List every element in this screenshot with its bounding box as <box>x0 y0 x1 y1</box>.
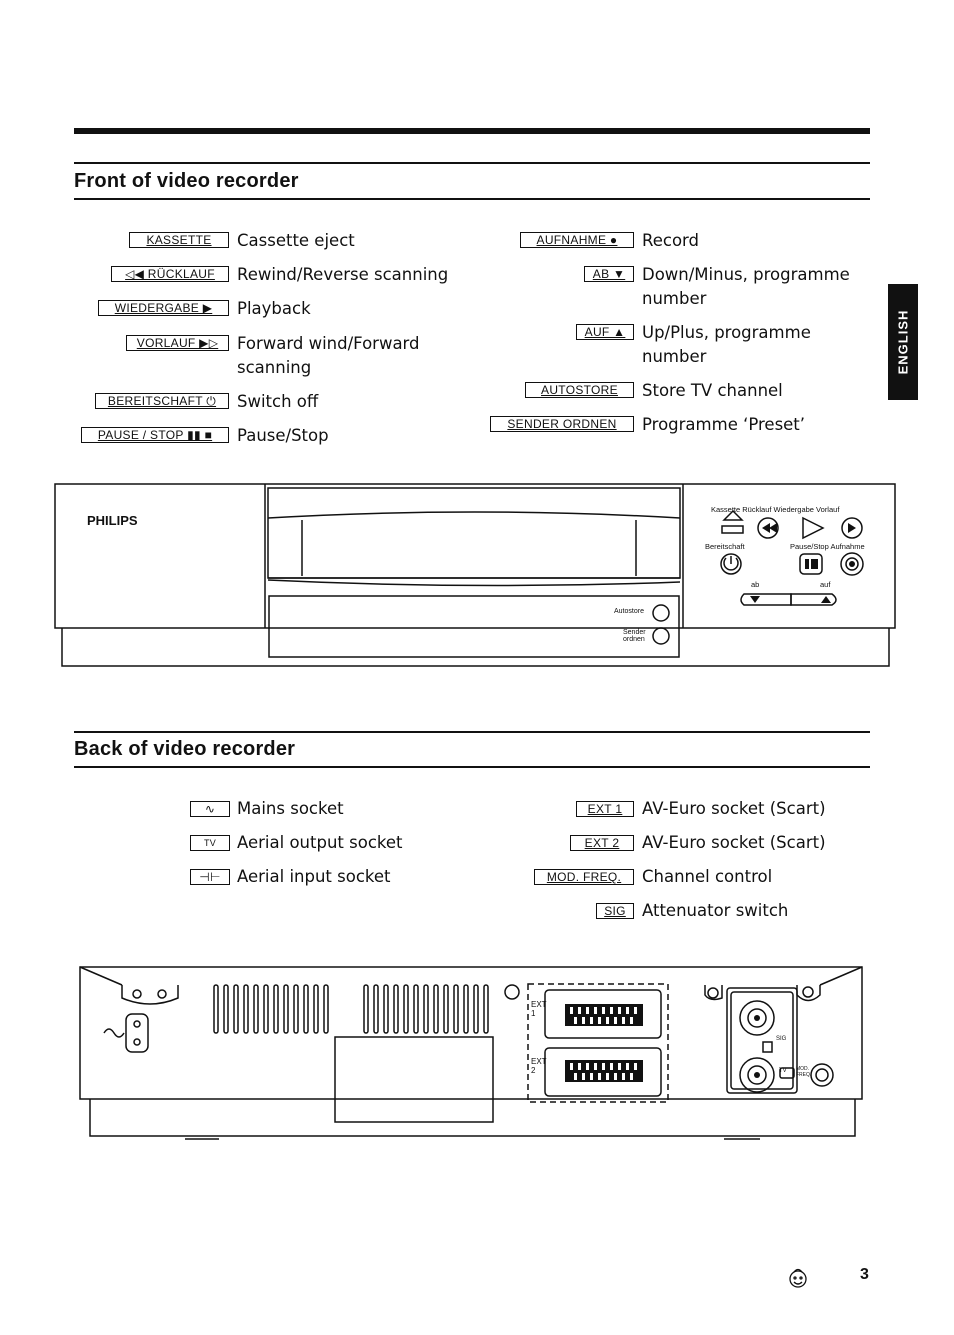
front-rule-top <box>74 162 870 164</box>
desc-aerial-output: Aerial output socket <box>237 833 403 852</box>
auf-text: auf <box>820 580 831 589</box>
mod-freq-text: MOD. FREQ. <box>796 1066 812 1078</box>
back-rule-bottom <box>74 766 870 768</box>
back-rule-top <box>74 731 870 733</box>
desc-programme-preset: Programme ‘Preset’ <box>642 415 806 434</box>
label-ext1: EXT 1 <box>576 801 634 817</box>
desc-ext2: AV-Euro socket (Scart) <box>642 833 826 852</box>
label-ruecklauf: ◁◀ RÜCKLAUF <box>111 266 229 282</box>
front-vcr-diagram <box>54 483 896 667</box>
label-pause-stop: PAUSE / STOP ▮▮ ■ <box>81 427 229 443</box>
label-bereitschaft: BEREITSCHAFT ⏻ <box>95 393 229 409</box>
label-auf: AUF ▲ <box>576 324 634 340</box>
desc-down-minus: Down/Minus, programme number <box>642 265 850 308</box>
desc-mains-socket: Mains socket <box>237 799 344 818</box>
label-sig: SIG <box>596 903 634 919</box>
desc-attenuator: Attenuator switch <box>642 901 789 920</box>
label-mains: ∿ <box>190 801 230 817</box>
label-ab: AB ▼ <box>584 266 634 282</box>
label-autostore: AUTOSTORE <box>525 382 634 398</box>
desc-store-tv-channel: Store TV channel <box>642 381 783 400</box>
label-mod-freq: MOD. FREQ. <box>534 869 634 885</box>
back-section-title: Back of video recorder <box>74 738 296 760</box>
front-rule-bottom <box>74 198 870 200</box>
desc-forward: Forward wind/Forward scanning <box>237 334 420 377</box>
logo-mark-icon <box>789 1268 807 1288</box>
label-tv-out: TV <box>190 835 230 851</box>
top-rule <box>74 128 870 134</box>
desc-playback: Playback <box>237 299 311 318</box>
front-section-title: Front of video recorder <box>74 170 299 192</box>
ab-text: ab <box>751 580 760 589</box>
ext2-text: EXT 2 <box>531 1057 547 1075</box>
desc-aerial-input: Aerial input socket <box>237 867 391 886</box>
tv-text: TV <box>779 1068 787 1074</box>
ext1-text: EXT 1 <box>531 1000 547 1018</box>
label-wiedergabe: WIEDERGABE ▶ <box>98 300 229 316</box>
desc-rewind: Rewind/Reverse scanning <box>237 265 449 284</box>
back-vcr-diagram <box>79 966 863 1140</box>
language-tab: ENGLISH <box>888 284 918 400</box>
brand-logo: PHILIPS <box>87 513 138 528</box>
label-sender-ordnen: SENDER ORDNEN <box>490 416 634 432</box>
bereitschaft-text: Bereitschaft <box>705 542 745 551</box>
label-aufnahme: AUFNAHME ● <box>520 232 634 248</box>
pause-aufnahme-text: Pause/Stop Aufnahme <box>790 542 865 551</box>
autostore-text: Autostore <box>614 608 644 615</box>
desc-cassette-eject: Cassette eject <box>237 231 355 250</box>
desc-switch-off: Switch off <box>237 392 319 411</box>
front-top-button-labels: Kassette Rücklauf Wiedergabe Vorlauf <box>711 505 840 514</box>
label-vorlauf: VORLAUF ▶▷ <box>126 335 229 351</box>
desc-up-plus: Up/Plus, programme number <box>642 323 811 366</box>
label-aerial-in: ⊣⊢ <box>190 869 230 885</box>
desc-pause-stop: Pause/Stop <box>237 426 329 445</box>
label-kassette: KASSETTE <box>129 232 229 248</box>
desc-ext1: AV-Euro socket (Scart) <box>642 799 826 818</box>
sender-ordnen-text: Sender ordnen <box>623 629 646 643</box>
desc-record: Record <box>642 231 700 250</box>
desc-channel-control: Channel control <box>642 867 773 886</box>
sig-text: SIG <box>776 1036 787 1042</box>
page-number: 3 <box>860 1266 869 1283</box>
label-ext2: EXT 2 <box>570 835 634 851</box>
